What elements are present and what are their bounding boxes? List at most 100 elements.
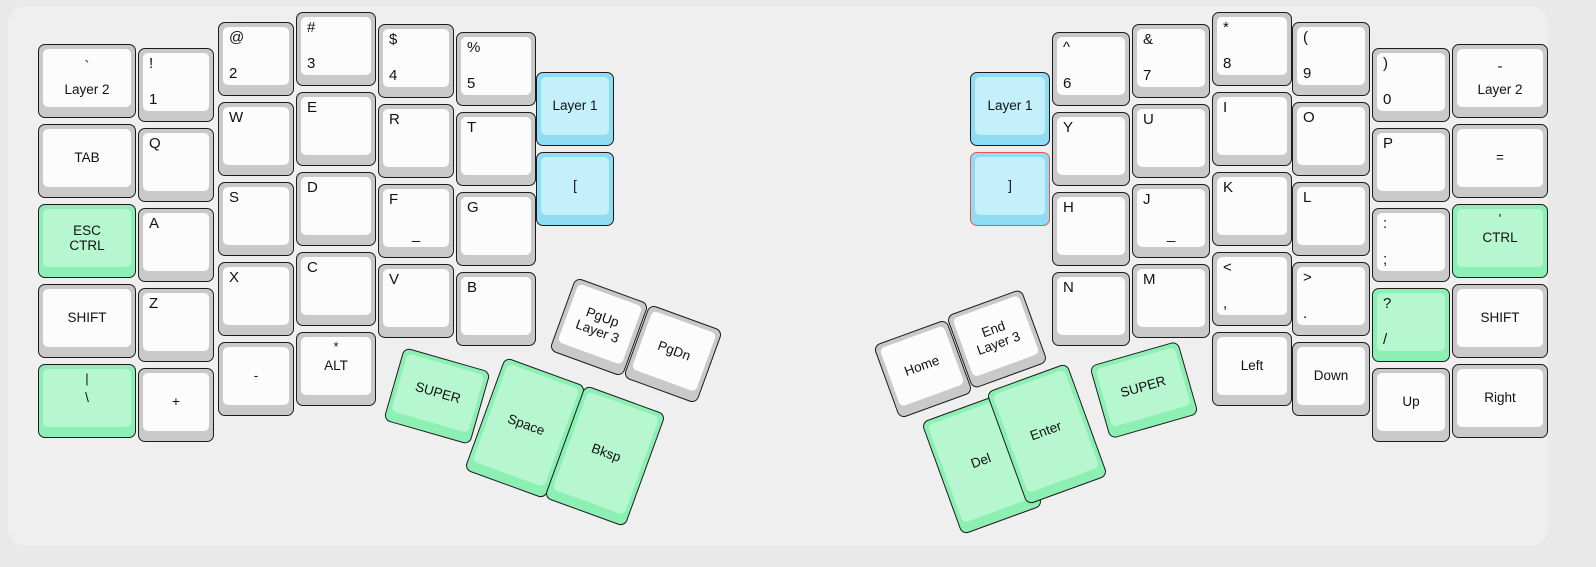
keycap-top: Y (1057, 117, 1125, 175)
key-6[interactable]: ^6 (1052, 32, 1130, 106)
legend-shifted: Z (149, 295, 159, 312)
key-o[interactable]: O (1292, 102, 1370, 176)
key-h[interactable]: H (1052, 192, 1130, 266)
key-5[interactable]: %5 (456, 32, 536, 106)
legend-base: , (1223, 295, 1228, 312)
key-super-right[interactable]: SUPER (1089, 340, 1199, 440)
key-z[interactable]: Z (138, 288, 214, 362)
key-y[interactable]: Y (1052, 112, 1130, 186)
legend-main: CTRL (1482, 230, 1518, 246)
legend-stack: -Layer 2 (1457, 49, 1543, 107)
legend-main: Down (1313, 368, 1349, 384)
key-j[interactable]: J_ (1132, 184, 1210, 258)
legend-shifted: G (467, 199, 479, 216)
key-7[interactable]: &7 (1132, 24, 1210, 98)
key-left[interactable]: Left (1212, 332, 1292, 406)
legend-main: Right (1484, 390, 1516, 406)
legend-top-center: * (333, 339, 339, 354)
key-super-left[interactable]: SUPER (383, 347, 491, 445)
legend-shifted: V (389, 271, 400, 288)
legend-main: PgUp Layer 3 (573, 304, 622, 346)
key-v[interactable]: V (378, 264, 454, 338)
key-comma[interactable]: <, (1212, 252, 1292, 326)
key-a[interactable]: A (138, 208, 214, 282)
key-plus[interactable]: + (138, 368, 214, 442)
legend-shifted: J (1143, 191, 1151, 208)
legend-base: / (1383, 331, 1388, 348)
keycap-top: + (143, 373, 209, 431)
key-i[interactable]: I (1212, 92, 1292, 166)
legend-base: 7 (1143, 67, 1152, 84)
key-s[interactable]: S (218, 182, 294, 256)
key-g[interactable]: G (456, 192, 536, 266)
key-l[interactable]: L (1292, 182, 1370, 256)
keycap-top: T (461, 117, 531, 175)
key-layer1-right[interactable]: Layer 1 (970, 72, 1050, 146)
key-slash[interactable]: ?/ (1372, 288, 1450, 362)
key-q[interactable]: Q (138, 128, 214, 202)
key-e[interactable]: E (296, 92, 376, 166)
key-w[interactable]: W (218, 102, 294, 176)
legend-shifted: M (1143, 271, 1156, 288)
key-down[interactable]: Down (1292, 342, 1370, 416)
key-8[interactable]: *8 (1212, 12, 1292, 86)
keycap-top: SUPER (391, 353, 485, 433)
key-n[interactable]: N (1052, 272, 1130, 346)
legend-stack: `Layer 2 (43, 49, 131, 107)
key-4[interactable]: $4 (378, 24, 454, 98)
key-k[interactable]: K (1212, 172, 1292, 246)
keycap-top: X (223, 267, 289, 325)
key-u[interactable]: U (1132, 104, 1210, 178)
legend-main: ALT (324, 358, 348, 374)
keycap-top: )0 (1377, 53, 1445, 111)
keycap-top: - (223, 347, 289, 405)
key-d[interactable]: D (296, 172, 376, 246)
key-tab[interactable]: TAB (38, 124, 136, 198)
legend-shifted: U (1143, 111, 1154, 128)
key-p[interactable]: P (1372, 128, 1450, 202)
keycap-top: ?/ (1377, 293, 1445, 351)
key-9[interactable]: (9 (1292, 22, 1370, 96)
key-b[interactable]: B (456, 272, 536, 346)
key-c[interactable]: C (296, 252, 376, 326)
key-shift-right[interactable]: SHIFT (1452, 284, 1548, 358)
key-minus[interactable]: - (218, 342, 294, 416)
keycap-top: !1 (143, 53, 209, 111)
legend-base: 0 (1383, 91, 1392, 108)
key-t[interactable]: T (456, 112, 536, 186)
key-0[interactable]: )0 (1372, 48, 1450, 122)
key-2[interactable]: @2 (218, 22, 294, 96)
key-bracket-left[interactable]: [ (536, 152, 614, 226)
key-esc-ctrl[interactable]: ESC CTRL (38, 204, 136, 278)
keycap-top: <, (1217, 257, 1287, 315)
key-period[interactable]: >. (1292, 262, 1370, 336)
keycap-top: PgUp Layer 3 (557, 283, 643, 365)
key-minus-layer2[interactable]: -Layer 2 (1452, 44, 1548, 118)
key-grave-layer2[interactable]: `Layer 2 (38, 44, 136, 118)
legend-shifted: Y (1063, 119, 1074, 136)
key-r[interactable]: R (378, 104, 454, 178)
key-alt[interactable]: * ALT (296, 332, 376, 406)
legend-shifted: T (467, 119, 477, 136)
key-m[interactable]: M (1132, 264, 1210, 338)
keycap-top: Left (1217, 337, 1287, 395)
key-right[interactable]: Right (1452, 364, 1548, 438)
legend-main: Home (902, 352, 942, 380)
key-quote-ctrl[interactable]: 'CTRL (1452, 204, 1548, 278)
key-x[interactable]: X (218, 262, 294, 336)
key-pipe-backslash[interactable]: |\ (38, 364, 136, 438)
key-1[interactable]: !1 (138, 48, 214, 122)
key-shift-left[interactable]: SHIFT (38, 284, 136, 358)
key-f[interactable]: F_ (378, 184, 454, 258)
key-semicolon[interactable]: :; (1372, 208, 1450, 282)
key-layer1-left[interactable]: Layer 1 (536, 72, 614, 146)
key-up[interactable]: Up (1372, 368, 1450, 442)
keycap-top: `Layer 2 (43, 49, 131, 107)
key-bracket-right[interactable]: ] (970, 152, 1050, 226)
key-equal[interactable]: = (1452, 124, 1548, 198)
legend-shifted: A (149, 215, 160, 232)
key-3[interactable]: #3 (296, 12, 376, 86)
keycap-top: SUPER (1095, 346, 1191, 428)
legend-shifted: % (467, 39, 481, 56)
keycap-top: M (1137, 269, 1205, 327)
